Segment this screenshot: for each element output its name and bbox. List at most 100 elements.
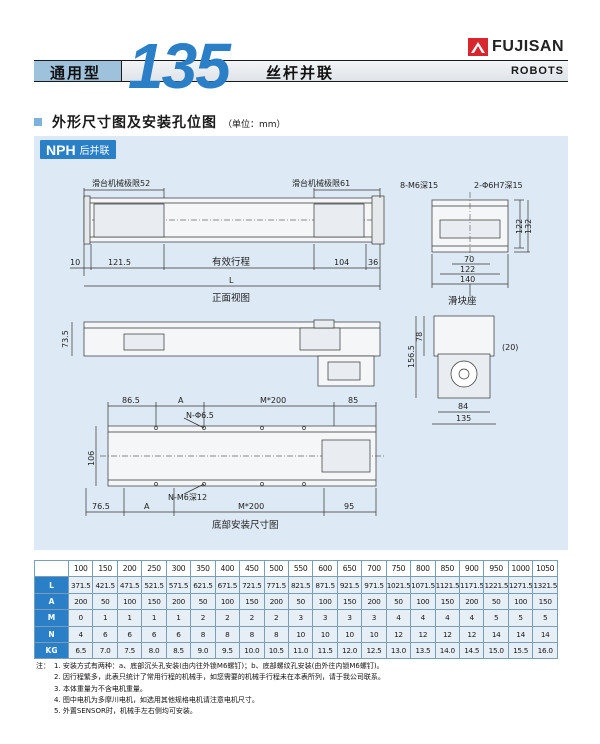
table-cell: 471.5: [116, 576, 143, 594]
table-cell: 4: [434, 609, 461, 627]
table-cell: 8: [239, 625, 265, 643]
bottom-d76: 76.5: [92, 502, 110, 511]
bottom-A: A: [178, 396, 184, 405]
table-cell: 1: [165, 609, 192, 627]
table-cell: 550: [287, 559, 314, 578]
bottom-h106: 106: [87, 451, 96, 466]
table-cell: 15.5: [507, 641, 534, 660]
table-cell: 1071.5: [410, 576, 436, 594]
table-cell: 10: [312, 625, 338, 643]
end-w122: 122: [460, 265, 475, 274]
table-cell: 8.0: [141, 641, 167, 660]
table-cell: 5: [507, 609, 534, 627]
front-dim-stroke: 有效行程: [212, 256, 251, 268]
header-suffix: 丝杆并联: [266, 64, 335, 82]
table-row-header: N: [34, 625, 69, 643]
table-cell: 12: [458, 625, 485, 643]
bottom-A2: A: [144, 502, 150, 511]
table-cell: 2: [263, 609, 289, 627]
table-cell: 3: [336, 609, 363, 627]
table-cell: 8: [263, 625, 289, 643]
table-cell: 600: [312, 559, 338, 578]
bottom-hole-1: N-Φ6.5: [186, 411, 214, 420]
table-cell: 1: [116, 609, 143, 627]
table-row-header: 有效行程: [34, 559, 69, 578]
table-cell: 10: [287, 625, 314, 643]
table-cell: 150: [239, 592, 265, 611]
end-holes-right: 2-Φ6H7深15: [474, 181, 523, 190]
table-cell: 200: [165, 592, 192, 611]
end-h122: 122: [515, 219, 524, 234]
front-dim-121: 121.5: [108, 258, 131, 267]
table-cell: 521.5: [141, 576, 167, 594]
brand-logo: FUJISAN: [468, 38, 564, 56]
table-cell: 14: [507, 625, 534, 643]
table-cell: 50: [190, 592, 216, 611]
table-cell: 6: [141, 625, 167, 643]
motor-end-view: [415, 315, 496, 425]
motor-d20: (20): [502, 343, 518, 352]
table-cell: 8: [190, 625, 216, 643]
table-cell: 13.0: [385, 641, 412, 660]
note-4: 4. 图中电机为多摩川电机，如选用其他规格电机请注意电机尺寸。: [54, 695, 259, 704]
table-cell: 5: [532, 609, 558, 627]
table-cell: 350: [190, 559, 216, 578]
note-5: 5. 外置SENSOR时，机械手左右侧均可安装。: [54, 707, 197, 716]
technical-drawing: 滑台机械极限52 滑台机械极限61 10 121.5 有效行程 104 36 L…: [61, 178, 533, 531]
table-cell: 2: [190, 609, 216, 627]
table-cell: 12: [434, 625, 461, 643]
table-row-header: A: [34, 592, 69, 611]
fujisan-logo-icon: [468, 38, 489, 56]
table-cell: 571.5: [165, 576, 192, 594]
table-cell: 9.0: [190, 641, 216, 660]
table-cell: 150: [532, 592, 558, 611]
table-cell: 100: [312, 592, 338, 611]
variant-tag-code: NPH: [46, 141, 76, 158]
table-cell: 371.5: [67, 576, 94, 594]
table-cell: 11.0: [287, 641, 314, 660]
table-cell: 1: [92, 609, 118, 627]
bottom-view: [85, 402, 384, 516]
motor-h156: 156.5: [407, 345, 416, 368]
bottom-hole-2: N-M6深12: [168, 493, 207, 502]
table-cell: 15.0: [483, 641, 509, 660]
table-cell: 7.5: [116, 641, 143, 660]
table-cell: 921.5: [336, 576, 363, 594]
table-cell: 50: [287, 592, 314, 611]
table-cell: 11.5: [312, 641, 338, 660]
table-cell: 4: [385, 609, 412, 627]
table-cell: 3: [361, 609, 387, 627]
table-cell: 421.5: [92, 576, 118, 594]
table-cell: 871.5: [312, 576, 338, 594]
table-cell: 1321.5: [532, 576, 558, 594]
motor-w135: 135: [456, 414, 471, 423]
header-bar: [34, 60, 568, 82]
table-cell: 12.5: [361, 641, 387, 660]
table-cell: 500: [263, 559, 289, 578]
table-cell: 1: [141, 609, 167, 627]
table-cell: 900: [458, 559, 485, 578]
table-cell: 14: [532, 625, 558, 643]
drawing-panel: 滑台机械极限52 滑台机械极限61 10 121.5 有效行程 104 36 L…: [34, 136, 568, 550]
table-cell: 6: [165, 625, 192, 643]
table-cell: 971.5: [361, 576, 387, 594]
bottom-M200: M*200: [260, 396, 286, 405]
brand-name: FUJISAN: [492, 38, 564, 55]
table-cell: 14.0: [434, 641, 461, 660]
table-cell: 4: [67, 625, 94, 643]
table-cell: 12.0: [336, 641, 363, 660]
table-row-header: KG: [34, 641, 69, 660]
table-cell: 1271.5: [507, 576, 534, 594]
table-cell: 1000: [507, 559, 534, 578]
bottom-d85: 85: [348, 396, 358, 405]
motor-w84: 84: [458, 402, 468, 411]
note-1: 1. 安装方式有两种：a、底部沉头孔安装(由内往外锁M6螺钉)；b、底部螺纹孔安…: [54, 662, 384, 670]
table-cell: 721.5: [239, 576, 265, 594]
variant-tag-desc: 后并联: [79, 146, 110, 157]
table-cell: 700: [361, 559, 387, 578]
front-dim-L: L: [229, 276, 234, 285]
